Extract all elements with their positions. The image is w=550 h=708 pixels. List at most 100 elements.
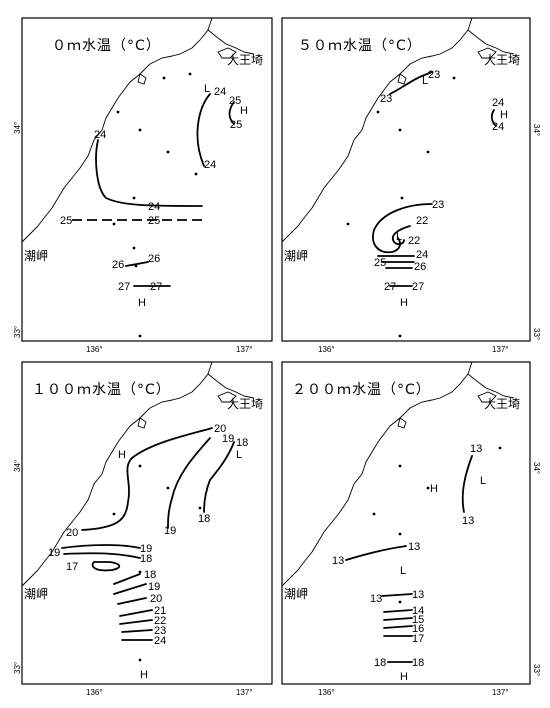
isotherm-label: 22 <box>154 615 166 627</box>
isotherm-label: 13 <box>332 555 344 567</box>
high-marker: H <box>500 109 508 121</box>
high-marker: H <box>400 671 408 683</box>
isotherm-label: 20 <box>66 527 78 539</box>
tick-lat: 33° <box>532 664 541 676</box>
tick-lat: 33° <box>532 328 541 340</box>
isotherm-label: 25 <box>60 215 72 227</box>
isotherm-label: 22 <box>416 215 428 227</box>
isotherm-label: 13 <box>408 541 420 553</box>
tick-lon: 136° <box>86 688 103 697</box>
high-marker: H <box>240 105 248 117</box>
isotherm-label: 24 <box>492 121 504 133</box>
isotherm-label: 26 <box>112 259 124 271</box>
low-marker: L <box>480 475 486 487</box>
isotherm-label: 23 <box>428 69 440 81</box>
place-cape-shio: 潮岬 <box>284 586 308 601</box>
isotherm-label: 25 <box>230 119 242 131</box>
isotherm-label: 23 <box>154 625 166 637</box>
panel-frame <box>21 361 273 685</box>
place-cape-shio: 潮岬 <box>24 586 48 601</box>
isotherm-label: 18 <box>374 657 386 669</box>
isotherm-label: 24 <box>154 635 166 647</box>
panel-50m: ５０ｍ水温（°C） 大王埼 潮岬 23 23 24 24 24 23 22 22… <box>281 17 541 354</box>
tick-lon: 136° <box>318 345 335 354</box>
panel-title: ２００ｍ水温（°C） <box>292 382 431 398</box>
isotherm-label: 27 <box>150 281 162 293</box>
isotherm-label: 21 <box>154 605 166 617</box>
isotherm-label: 25 <box>229 95 241 107</box>
isotherm-label: 18 <box>236 437 248 449</box>
panel-title: ５０ｍ水温（°C） <box>298 38 422 54</box>
low-marker: L <box>236 449 242 461</box>
isotherm-label: 18 <box>144 569 156 581</box>
place-cape-daiou: 大王埼 <box>227 397 263 411</box>
isotherm-label: 14 <box>412 605 424 617</box>
isotherm-label: 18 <box>412 657 424 669</box>
place-cape-daiou: 大王埼 <box>227 53 263 67</box>
high-marker: H <box>400 297 408 309</box>
tick-lon: 137° <box>236 688 253 697</box>
isotherm-label: 27 <box>412 281 424 293</box>
tick-lon: 136° <box>86 345 103 354</box>
place-cape-daiou: 大王埼 <box>484 397 520 411</box>
panel-frame <box>21 17 273 342</box>
isotherm-label: 26 <box>148 253 160 265</box>
low-marker: L <box>204 83 210 95</box>
low-marker: L <box>422 75 428 87</box>
isotherm-label: 18 <box>198 513 210 525</box>
tick-lat: 34° <box>13 460 22 472</box>
tick-lon: 137° <box>492 688 509 697</box>
panel-frame <box>281 361 531 685</box>
low-marker: L <box>400 565 406 577</box>
panel-200m: ２００ｍ水温（°C） 大王埼 潮岬 13 13 13 13 13 13 14 1… <box>281 361 541 697</box>
isotherm-label: 19 <box>48 547 60 559</box>
isotherm-label: 15 <box>412 614 424 626</box>
tick-lat: 34° <box>532 462 541 474</box>
isotherm-label: 23 <box>432 199 444 211</box>
isotherm-label: 17 <box>412 633 424 645</box>
isotherm-label: 24 <box>492 97 504 109</box>
isotherm-label: 24 <box>214 86 226 98</box>
isotherm-label: 24 <box>204 159 216 171</box>
high-marker: H <box>430 483 438 495</box>
isotherm-label: 13 <box>412 589 424 601</box>
high-marker: H <box>140 669 148 681</box>
isotherm-label: 19 <box>140 543 152 555</box>
isotherm-label: 19 <box>222 433 234 445</box>
isotherm-label: 26 <box>414 261 426 273</box>
isotherm-label: 27 <box>118 281 130 293</box>
panel-0m: ０ｍ水温（°C） 大王埼 潮岬 24 25 25 24 24 24 25 25 … <box>13 17 273 354</box>
isotherm-label: 24 <box>148 201 160 213</box>
isotherm-label: 19 <box>148 581 160 593</box>
isotherm-label: 25 <box>148 215 160 227</box>
isotherm-label: 27 <box>384 281 396 293</box>
isotherm-label: 13 <box>370 593 382 605</box>
isotherm-label: 20 <box>214 423 226 435</box>
high-marker: H <box>138 297 146 309</box>
tick-lon: 137° <box>236 345 253 354</box>
isotherm-label: 24 <box>416 249 428 261</box>
panel-title: １００ｍ水温（°C） <box>32 382 171 398</box>
tick-lat: 34° <box>13 122 22 134</box>
low-marker: L <box>396 231 402 243</box>
isotherm-label: 17 <box>66 561 78 573</box>
isotherm-label: 20 <box>150 593 162 605</box>
tick-lon: 137° <box>492 345 509 354</box>
isotherm-label: 16 <box>412 623 424 635</box>
isotherm-label: 18 <box>140 553 152 565</box>
isotherm-label: 22 <box>408 235 420 247</box>
tick-lon: 136° <box>318 688 335 697</box>
isotherm-label: 19 <box>164 525 176 537</box>
place-cape-shio: 潮岬 <box>284 248 308 263</box>
isotherm-label: 13 <box>462 515 474 527</box>
isotherm-label: 24 <box>94 129 106 141</box>
panel-title: ０ｍ水温（°C） <box>52 38 161 54</box>
place-cape-shio: 潮岬 <box>24 248 48 263</box>
tick-lat: 33° <box>13 662 22 674</box>
panel-100m: １００ｍ水温（°C） 大王埼 潮岬 20 19 18 19 18 20 19 1… <box>13 361 273 697</box>
panel-frame <box>281 17 531 342</box>
high-marker: H <box>118 449 126 461</box>
tick-lat: 34° <box>532 124 541 136</box>
place-cape-daiou: 大王埼 <box>484 53 520 67</box>
isotherm-label: 25 <box>374 257 386 269</box>
